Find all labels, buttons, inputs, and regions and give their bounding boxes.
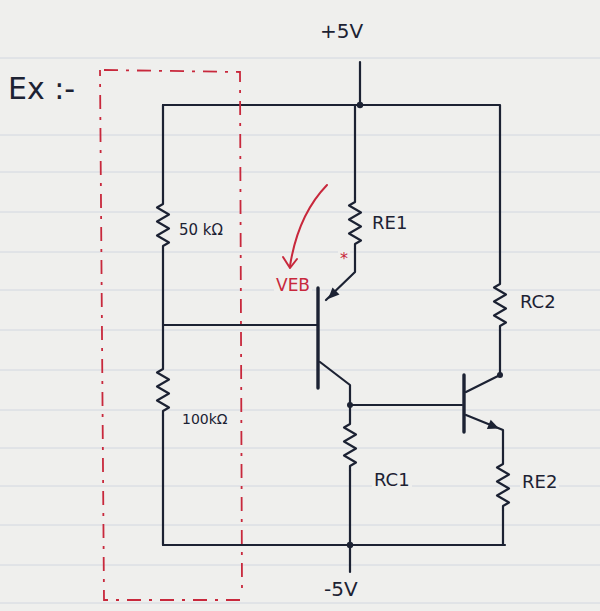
base-wire [163, 324, 318, 326]
junction-dot [357, 102, 363, 108]
resistor-symbol [157, 200, 169, 250]
resistor-symbol [157, 365, 169, 415]
emitter-arrow [487, 420, 499, 429]
dashed-bracket [100, 70, 242, 600]
junction-dot [347, 542, 353, 548]
resistor-value: 100kΩ [180, 412, 230, 427]
note-mark: * [338, 250, 350, 268]
emitter-wire [326, 105, 355, 300]
voltage-arrow [290, 185, 327, 266]
circuit-marks [328, 102, 503, 548]
voltage-name: VEB [274, 276, 312, 295]
resistor-symbol [349, 198, 361, 248]
base-wire [350, 404, 462, 406]
resistor-name: RE2 [520, 472, 559, 492]
resistor-name: RE1 [370, 213, 409, 233]
circuit-wires [157, 62, 509, 572]
collector-wire [466, 330, 500, 392]
supply-voltage: -5V [322, 578, 360, 600]
negative-supply-wire [349, 545, 351, 572]
ruled-lines [0, 58, 600, 603]
resistor-name: RC1 [372, 470, 412, 490]
resistor-name: RC2 [518, 292, 558, 312]
resistor-value: 50 kΩ [177, 222, 225, 239]
resistor-symbol [344, 420, 356, 470]
supply-wire [359, 62, 361, 105]
voltage-arrowhead [283, 257, 297, 268]
transistor-base-bar [316, 288, 319, 388]
example-heading: Ex :- [6, 72, 77, 105]
emitter-arrow [328, 287, 340, 299]
junction-dot [347, 402, 353, 408]
top-rail-wire [163, 105, 500, 280]
resistor-symbol [497, 460, 509, 510]
transistor-base-bar [462, 375, 465, 432]
bottom-rail-wire [163, 544, 505, 546]
junction-dot [497, 372, 503, 378]
resistor-symbol [494, 280, 506, 330]
supply-voltage: +5V [318, 20, 365, 42]
